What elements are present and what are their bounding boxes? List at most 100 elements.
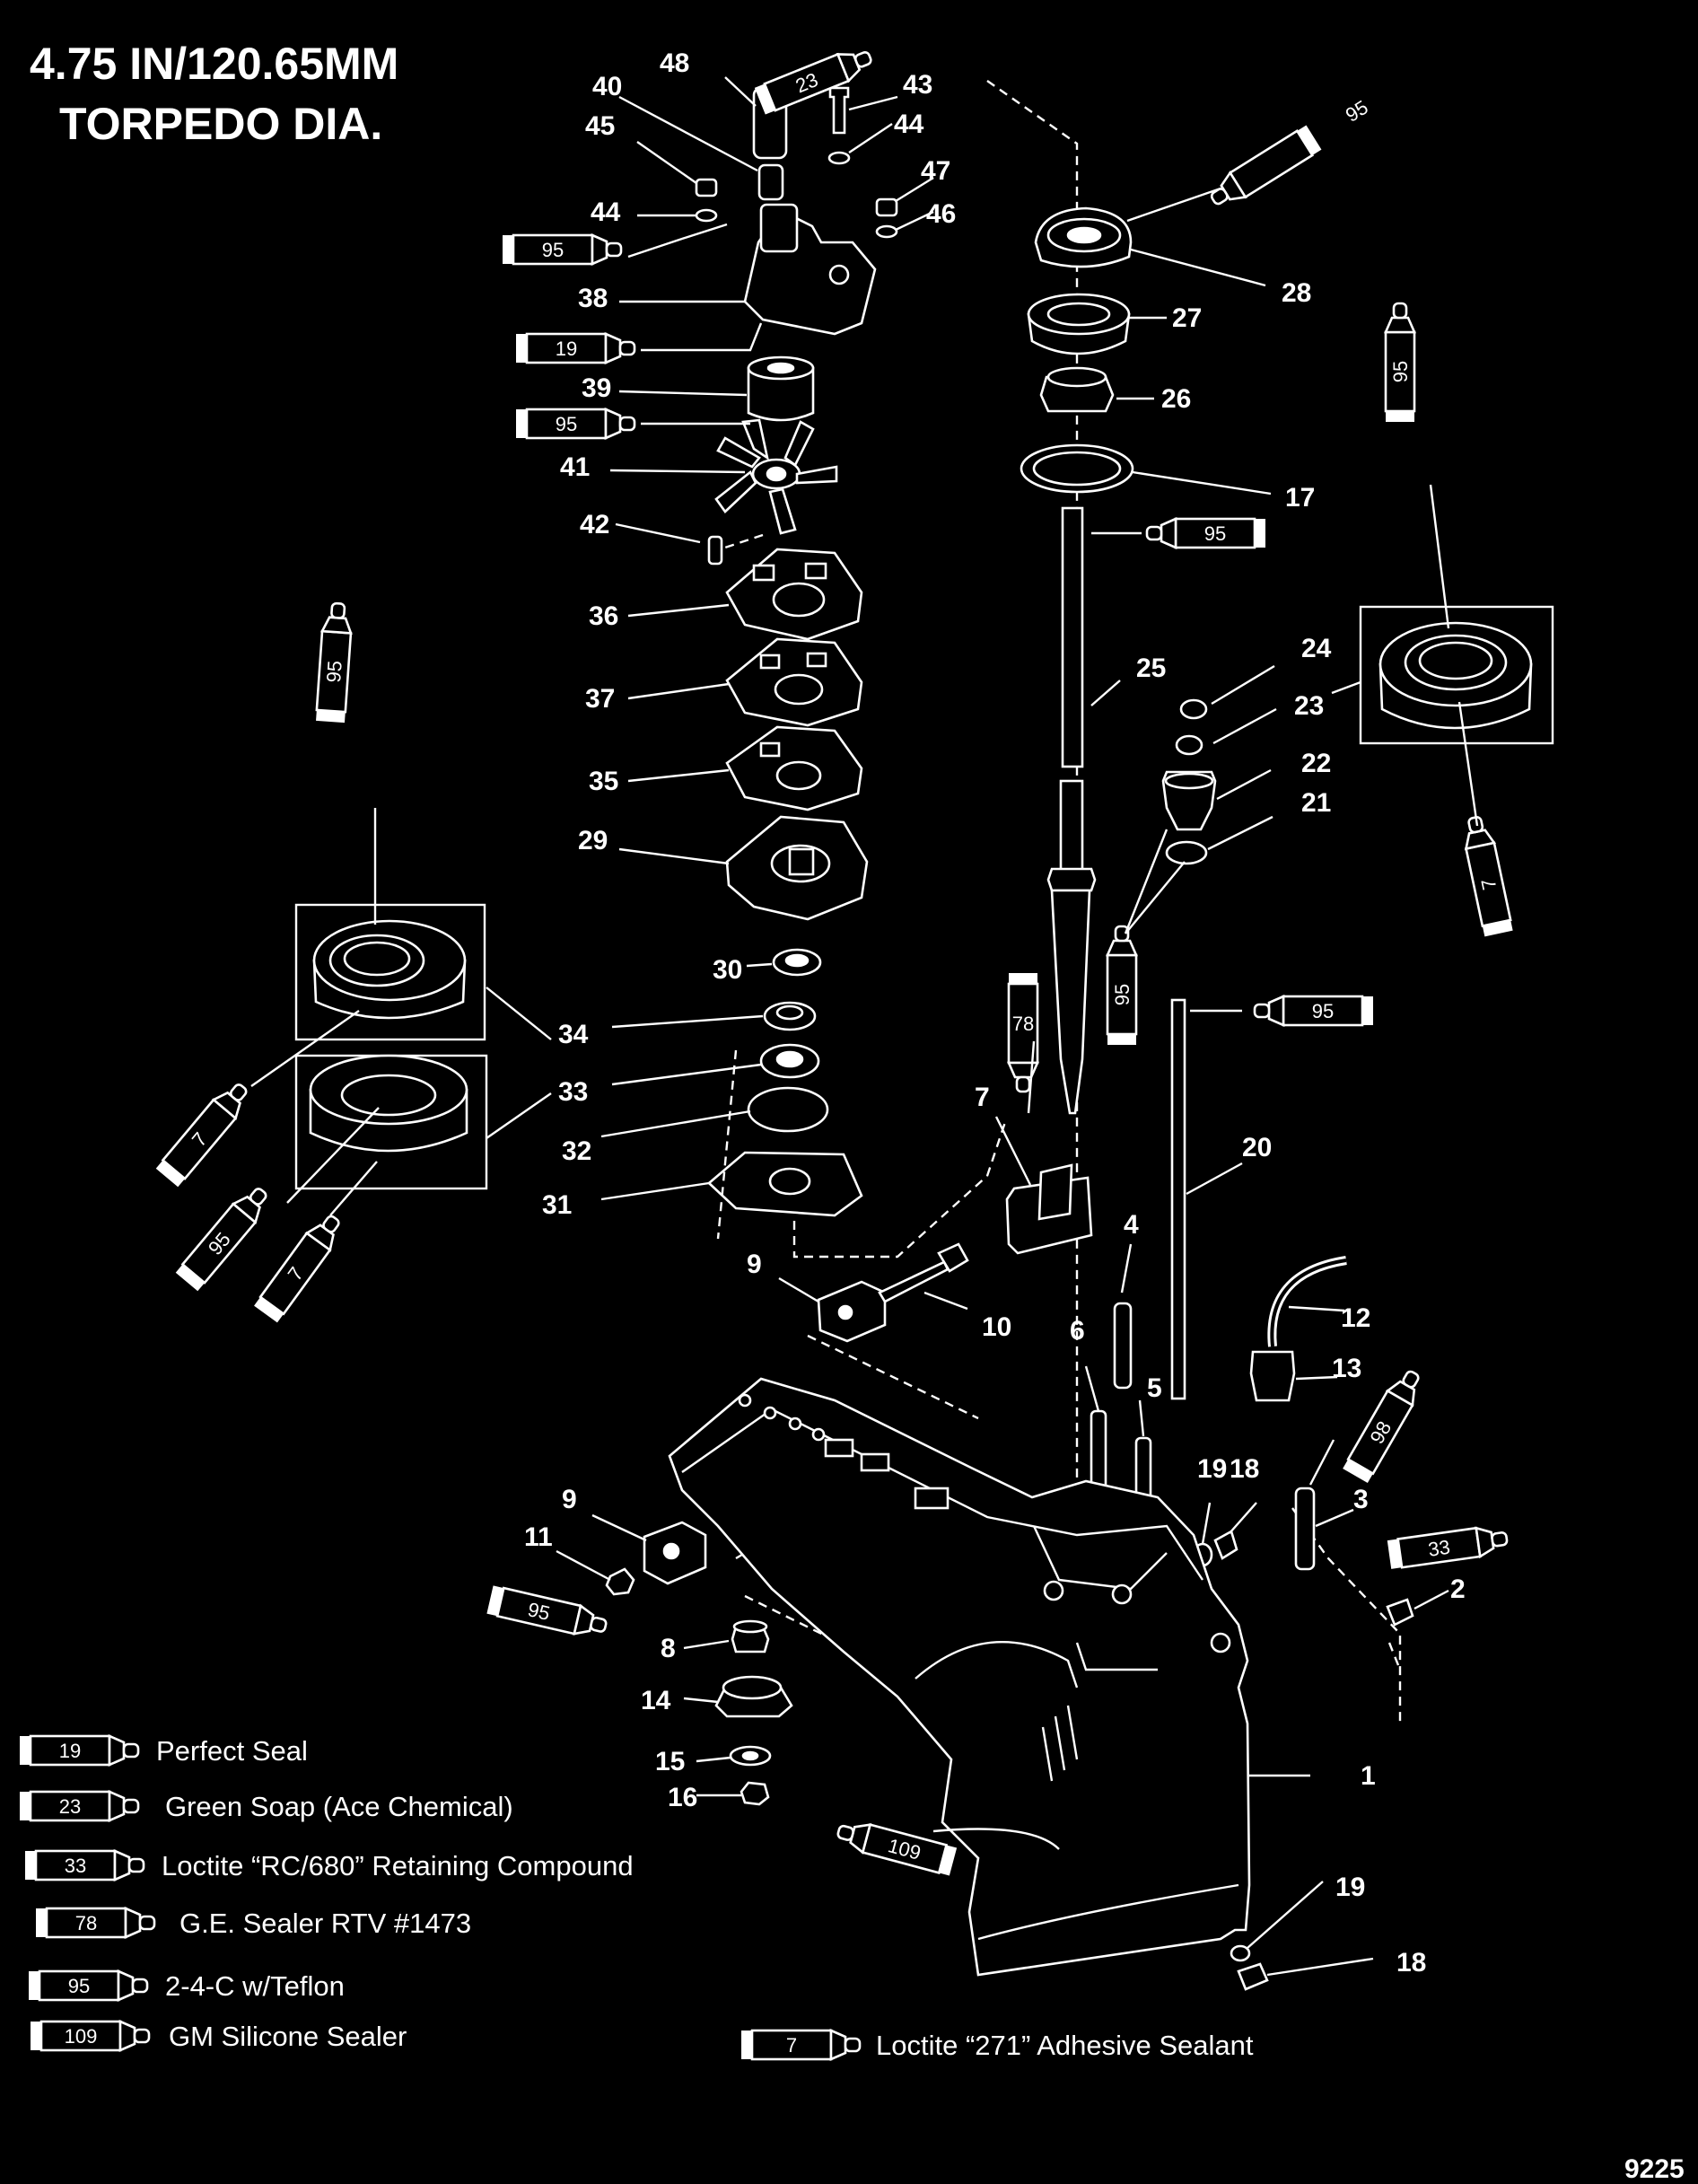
legend-item-23: 23 Green Soap (Ace Chemical): [18, 1790, 513, 1822]
callout-26: 26: [1161, 384, 1191, 414]
callout-14: 14: [641, 1686, 671, 1715]
callout-7: 7: [975, 1083, 990, 1112]
svg-text:23: 23: [59, 1795, 81, 1818]
svg-text:33: 33: [1427, 1536, 1452, 1561]
part-13-fitting: [1249, 1350, 1296, 1402]
callout-45: 45: [585, 111, 615, 141]
part-46-washer: [875, 224, 898, 239]
part-42-key: [707, 535, 723, 566]
callout-27: 27: [1172, 303, 1202, 333]
part-10-bolt-head: [937, 1242, 969, 1273]
bearing-box-left: [294, 903, 488, 1190]
legend-label-7: Loctite “271” Adhesive Sealant: [876, 2030, 1254, 2061]
callout-28: 28: [1282, 278, 1311, 308]
callout-48: 48: [660, 48, 689, 78]
callout-20: 20: [1242, 1133, 1272, 1162]
part-32-o-ring: [747, 1086, 829, 1133]
part-44-washer-a: [827, 151, 851, 165]
callout-36: 36: [589, 601, 618, 631]
part-47-nut: [875, 197, 898, 217]
callout-44-left: 44: [591, 197, 621, 227]
legend-label-33: Loctite “RC/680” Retaining Compound: [162, 1850, 634, 1881]
water-pump-assembly: [695, 86, 898, 1217]
legend-label-23: Green Soap (Ace Chemical): [165, 1791, 513, 1822]
callout-44-right: 44: [894, 110, 924, 139]
part-18-screw-upper: [1213, 1530, 1238, 1560]
tube-33: 33: [1386, 1522, 1510, 1571]
callout-2: 2: [1450, 1574, 1466, 1604]
callout-1: 1: [1361, 1761, 1376, 1791]
legend-item-95: 95 2-4-C w/Teflon: [27, 1969, 345, 2002]
callout-22: 22: [1301, 749, 1331, 778]
callout-41: 41: [560, 452, 590, 482]
legend-item-7: 7 Loctite “271” Adhesive Sealant: [740, 2029, 1254, 2061]
part-23-washer: [1175, 734, 1203, 756]
legend-item-109: 109 GM Silicone Sealer: [29, 2020, 407, 2052]
svg-text:7: 7: [1476, 877, 1501, 892]
callout-47: 47: [921, 156, 950, 186]
callout-6: 6: [1070, 1316, 1085, 1346]
part-6-screw: [1090, 1409, 1107, 1495]
part-16-pinion-nut: [740, 1781, 770, 1806]
svg-text:95: 95: [556, 413, 577, 435]
part-25-shaft-lower: [1050, 889, 1091, 1115]
tube-95-lower-left: 95: [486, 1584, 610, 1642]
tube-95-driveshaft: 95: [1145, 517, 1267, 549]
part-24-nut: [1179, 698, 1208, 720]
part-44-washer-b: [695, 208, 718, 223]
sealant-tubes: 23 95 95 19 95 95 95 7 95 7 95: [154, 42, 1514, 1877]
legend-item-78: 78 G.E. Sealer RTV #1473: [34, 1907, 471, 1939]
callout-24: 24: [1301, 634, 1332, 663]
part-4-stud: [1113, 1302, 1133, 1390]
svg-text:78: 78: [1012, 1013, 1034, 1035]
pinion-gear-group: [714, 1619, 793, 1806]
tube-95-right-top: 95: [1204, 96, 1372, 214]
callout-39: 39: [582, 373, 611, 403]
callout-32: 32: [562, 1136, 591, 1166]
tube-95-shift-shaft: 95: [1253, 995, 1375, 1027]
part-39-cup-insert: [747, 366, 815, 422]
svg-text:19: 19: [59, 1740, 81, 1762]
part-43-screw: [828, 86, 850, 135]
callout-30: 30: [713, 955, 742, 985]
callout-18-lower: 18: [1396, 1948, 1426, 1978]
tube-95-center: 95: [1106, 925, 1138, 1047]
callout-13: 13: [1332, 1354, 1361, 1383]
tube-7-left-a: 7: [154, 1076, 256, 1188]
legend-label-95: 2-4-C w/Teflon: [165, 1970, 345, 2002]
figure-code: 9225: [1624, 2154, 1685, 2184]
callout-3: 3: [1353, 1485, 1369, 1514]
callout-37: 37: [585, 684, 615, 714]
tube-7-right-box: 7: [1458, 813, 1514, 938]
callout-8: 8: [661, 1634, 676, 1663]
part-20-shift-shaft: [1170, 998, 1186, 1400]
callout-16: 16: [668, 1783, 697, 1812]
callout-5: 5: [1147, 1373, 1162, 1403]
dash-line-pump: [792, 1175, 988, 1259]
hose-and-fitting: [1249, 1256, 1347, 1402]
svg-text:95: 95: [1312, 1000, 1334, 1022]
bearing-box-right: [1359, 605, 1554, 745]
svg-text:78: 78: [75, 1912, 97, 1934]
small-hardware: [1090, 1302, 1414, 1991]
part-3-fitting: [1294, 1487, 1316, 1571]
callout-42: 42: [580, 510, 609, 539]
tube-95-left-box: 95: [314, 601, 354, 724]
svg-text:95: 95: [1204, 522, 1226, 545]
tube-95-left-lower: 95: [174, 1180, 276, 1293]
legend-label-78: G.E. Sealer RTV #1473: [179, 1908, 471, 1939]
dash-line-driveshaft: [986, 80, 1079, 1580]
callout-21: 21: [1301, 788, 1331, 818]
legend-label-19: Perfect Seal: [156, 1735, 308, 1767]
legend-item-19: 19 Perfect Seal: [18, 1734, 308, 1767]
callout-17: 17: [1285, 483, 1315, 513]
callout-31: 31: [542, 1190, 572, 1220]
callout-numbers: 48 40 43 45 44 44 47 46 38 39 41 42 36 3…: [524, 48, 1466, 1978]
anode-assembly-upper: [817, 1242, 969, 1343]
pump-housing-boss: [828, 264, 850, 285]
part-26-tapered-bearing: [1039, 375, 1115, 413]
callout-9-lower: 9: [562, 1485, 577, 1514]
svg-text:19: 19: [556, 338, 577, 360]
tube-95-right-box: 95: [1384, 302, 1416, 424]
callout-35: 35: [589, 767, 618, 796]
